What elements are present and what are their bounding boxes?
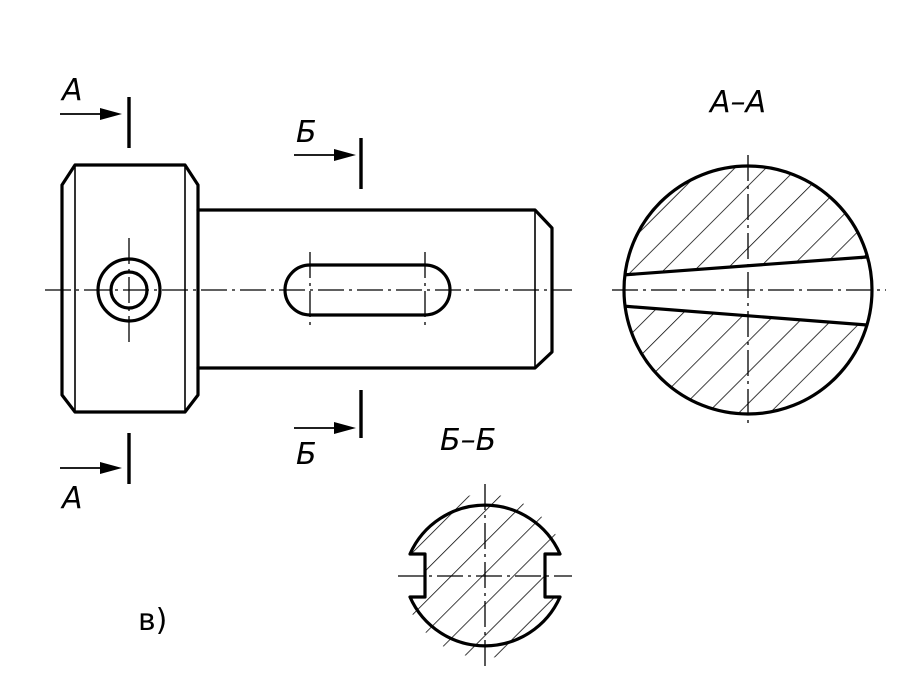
section-a-a-hatch-bottom xyxy=(624,306,872,414)
cut-b-top-arrow-head xyxy=(334,149,356,161)
main-view xyxy=(45,163,572,414)
taper-hole-top-edge xyxy=(624,254,872,277)
cut-a-bottom-label: A xyxy=(62,481,83,516)
cutting-plane-b xyxy=(294,138,363,438)
section-a-a xyxy=(612,155,886,426)
section-b-b-outline xyxy=(408,503,562,648)
cut-a-bottom-arrow-head xyxy=(100,462,122,474)
section-b-b-title: Б–Б xyxy=(440,423,497,458)
shaft-body-outline xyxy=(196,208,554,370)
cut-b-bottom-arrow-head xyxy=(334,422,356,434)
cut-a-top-arrow-head xyxy=(100,108,122,120)
shaft-head-outline xyxy=(60,163,200,414)
cutting-plane-a xyxy=(60,97,131,484)
section-b-b xyxy=(398,484,572,666)
section-a-a-title: A–A xyxy=(710,85,767,120)
cut-a-top-label: A xyxy=(62,73,83,108)
cut-b-top-label: Б xyxy=(296,115,317,150)
taper-hole-bottom-edge xyxy=(624,304,872,328)
section-a-a-hatch-top xyxy=(624,166,872,275)
figure-tag: в) xyxy=(138,603,168,638)
cut-b-bottom-label: Б xyxy=(296,437,317,472)
